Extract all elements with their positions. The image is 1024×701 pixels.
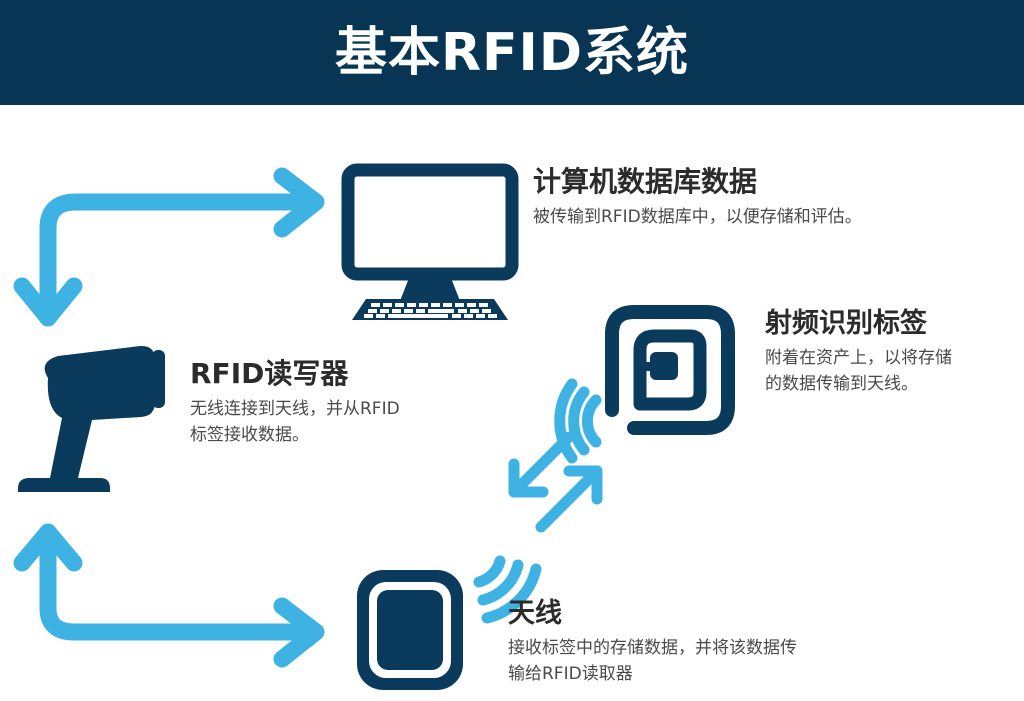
page-title: 基本RFID系统 [334, 22, 690, 83]
computer-database-body: 被传输到RFID数据库中，以便存储和评估。 [533, 205, 862, 231]
tag-signal-waves-icon [554, 378, 602, 464]
bidirectional-diagonal-arrows-icon [508, 431, 603, 533]
header-bar: 基本RFID系统 [0, 0, 1024, 105]
rfid-tag-body: 附着在资产上，以将存储 的数据传输到天线。 [765, 346, 952, 397]
rfid-reader-body-line-2: 标签接收数据。 [190, 424, 309, 445]
rfid-reader-body: 无线连接到天线，并从RFID 标签接收数据。 [190, 397, 400, 448]
rfid-tag-icon [554, 305, 735, 464]
rfid-handheld-scanner-icon [18, 345, 165, 492]
arrow-antenna-to-reader [13, 523, 325, 668]
antenna-body-line-1: 接收标签中的存储数据，并将该数据传 [508, 638, 797, 659]
computer-database-body-line-1: 被传输到RFID数据库中，以便存储和评估。 [533, 207, 862, 228]
antenna-body: 接收标签中的存储数据，并将该数据传 输给RFID读取器 [508, 636, 797, 687]
computer-database-text-block: 计算机数据库数据 被传输到RFID数据库中，以便存储和评估。 [533, 165, 862, 231]
rfid-tag-text-block: 射频识别标签 附着在资产上，以将存储 的数据传输到天线。 [765, 308, 952, 397]
rfid-reader-text-block: RFID读写器 无线连接到天线，并从RFID 标签接收数据。 [190, 357, 400, 448]
rfid-reader-body-line-1: 无线连接到天线，并从RFID [190, 399, 400, 420]
rfid-tag-heading: 射频识别标签 [765, 308, 927, 339]
antenna-heading: 天线 [508, 598, 562, 629]
arrow-reader-to-computer [13, 167, 325, 327]
rfid-tag-body-line-2: 的数据传输到天线。 [765, 373, 918, 394]
computer-monitor-icon [341, 163, 519, 320]
antenna-body-line-2: 输给RFID读取器 [508, 663, 633, 684]
computer-database-heading: 计算机数据库数据 [533, 165, 758, 198]
antenna-text-block: 天线 接收标签中的存储数据，并将该数据传 输给RFID读取器 [508, 598, 797, 687]
rfid-reader-heading: RFID读写器 [190, 357, 349, 390]
rfid-tag-body-line-1: 附着在资产上，以将存储 [765, 348, 952, 369]
